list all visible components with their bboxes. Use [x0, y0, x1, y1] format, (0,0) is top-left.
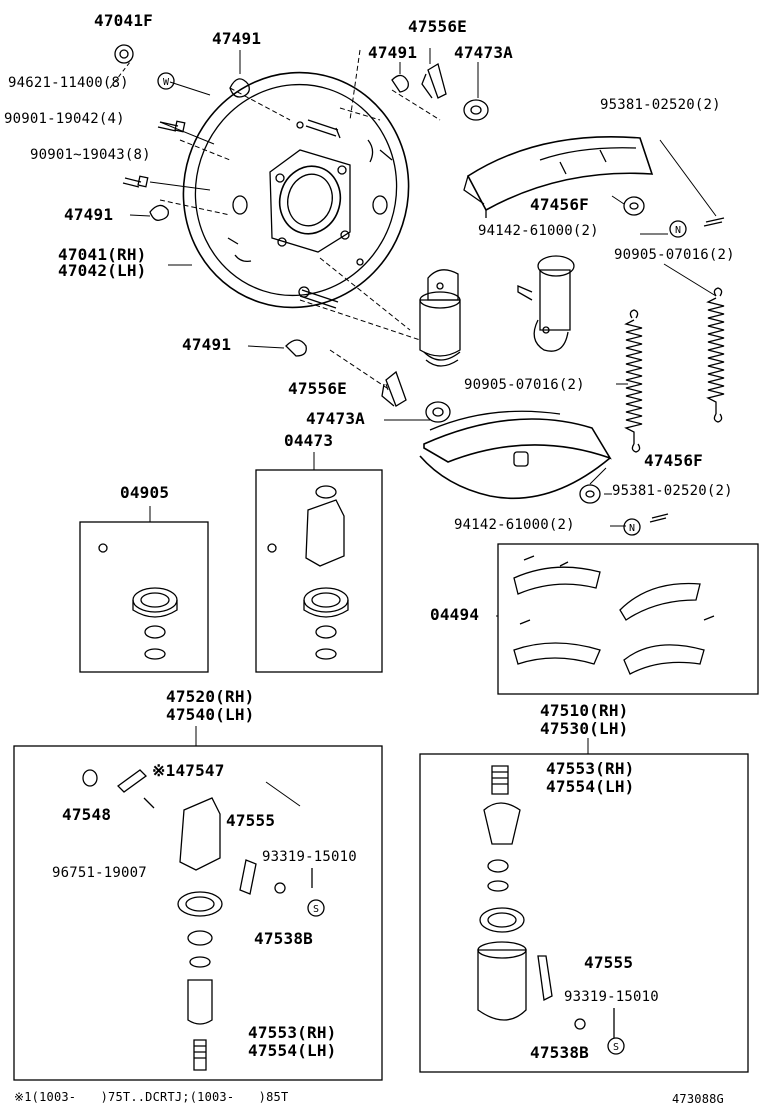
mark-w: W	[163, 77, 170, 88]
assembly-box-47510	[419, 753, 749, 1073]
label-47538B-b: 47538B	[530, 1043, 589, 1062]
label-47540: 47540(LH)	[166, 705, 255, 724]
label-95381-a: 95381-02520(2)	[600, 97, 721, 113]
assembly-box-47520	[13, 745, 383, 1081]
brake-shoe-lower	[419, 410, 612, 500]
label-47554-a: 47554(LH)	[248, 1041, 337, 1060]
label-47554-b: 47554(LH)	[546, 777, 635, 796]
label-47491-c: 47491	[64, 205, 114, 224]
wheel-cylinder-right	[517, 255, 575, 352]
label-47555-a: 47555	[226, 811, 276, 830]
label-47553-b: 47553(RH)	[546, 759, 635, 778]
label-04473: 04473	[284, 431, 334, 450]
mark-n1: N	[675, 225, 681, 236]
circled-mark-text: W N N S S	[163, 77, 681, 1053]
label-04905: 04905	[120, 483, 170, 502]
mark-s2: S	[613, 1042, 619, 1053]
adjuster-47556E	[381, 62, 447, 407]
kit-box-04905	[79, 521, 209, 673]
label-04494: 04494	[430, 605, 480, 624]
label-47473A-b: 47473A	[306, 409, 365, 428]
label-47456F-b: 47456F	[644, 451, 703, 470]
brake-shoe-upper	[463, 136, 654, 218]
label-47510: 47510(RH)	[540, 701, 629, 720]
label-94142-a: 94142-61000(2)	[478, 223, 599, 239]
clips-47491	[149, 74, 409, 357]
label-47553-a: 47553(RH)	[248, 1023, 337, 1042]
label-95381-b: 95381-02520(2)	[612, 483, 733, 499]
studs	[298, 119, 341, 309]
label-47042: 47042(LH)	[58, 261, 147, 280]
washers-47456F	[579, 196, 725, 523]
circled-marks	[157, 72, 687, 1055]
bolts-left	[122, 120, 186, 188]
label-47556E-b: 47556E	[288, 379, 347, 398]
label-93319-b: 93319-15010	[564, 989, 659, 1005]
label-47491-a: 47491	[212, 29, 262, 48]
return-springs	[624, 287, 725, 453]
label-47548: 47548	[62, 805, 112, 824]
label-93319-a: 93319-15010	[262, 849, 357, 865]
label-47491-b: 47491	[368, 43, 418, 62]
label-47538B-a: 47538B	[254, 929, 313, 948]
label-47530: 47530(LH)	[540, 719, 629, 738]
kit-box-04473	[255, 469, 383, 673]
mark-s1: S	[313, 904, 319, 915]
nut-47041F	[114, 44, 134, 64]
backing-plate	[182, 71, 410, 309]
label-47473A-a: 47473A	[454, 43, 513, 62]
label-47041F: 47041F	[94, 11, 153, 30]
label-47041: 47041(RH)	[58, 245, 147, 264]
wheel-cylinder-left	[419, 269, 461, 367]
footnote: ※1(1003- )75T..DCRTJ;(1003- )85T	[14, 1090, 289, 1104]
plug-47473A	[425, 99, 489, 423]
label-47491-d: 47491	[182, 335, 232, 354]
label-47556E-a: 47556E	[408, 17, 467, 36]
label-90905-a: 90905-07016(2)	[614, 247, 735, 263]
label-90901-a: 90901-19042(4)	[4, 111, 125, 127]
kit-box-04494	[497, 543, 759, 695]
leader-lines	[109, 48, 717, 807]
label-94621: 94621-11400(8)	[8, 75, 129, 91]
figure-id: 473088G	[672, 1092, 724, 1106]
label-90901-b: 90901~19043(8)	[30, 147, 151, 163]
mark-n2: N	[629, 523, 635, 534]
label-47555-b: 47555	[584, 953, 634, 972]
label-47520: 47520(RH)	[166, 687, 255, 706]
label-47456F-a: 47456F	[530, 195, 589, 214]
label-90905-b: 90905-07016(2)	[464, 377, 585, 393]
label-94142-b: 94142-61000(2)	[454, 517, 575, 533]
label-96751: 96751-19007	[52, 865, 147, 881]
label-47547: ※147547	[152, 761, 225, 780]
